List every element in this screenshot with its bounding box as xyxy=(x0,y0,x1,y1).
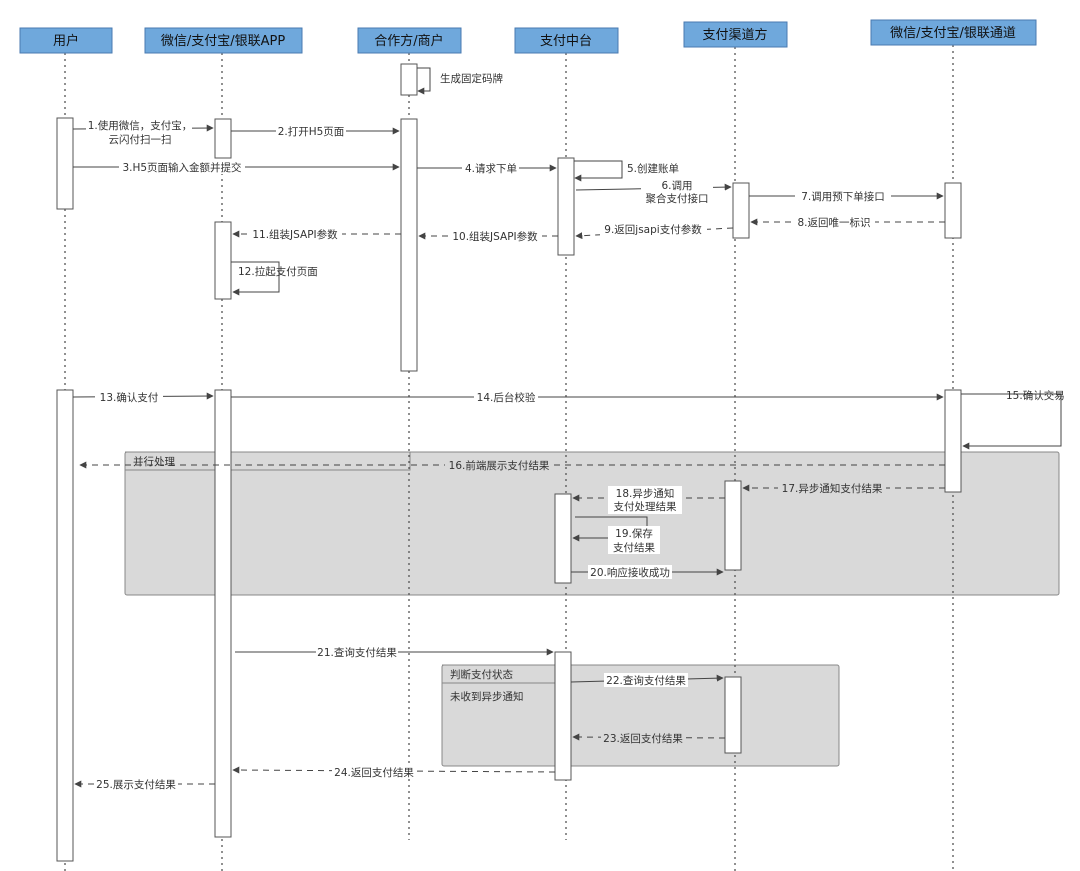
message-label-m21: 21.查询支付结果 xyxy=(317,646,397,659)
message-label-m4: 4.请求下单 xyxy=(465,162,517,175)
message-label-m20: 20.响应接收成功 xyxy=(590,566,670,579)
activations-layer xyxy=(56,63,962,862)
message-label-m5: 5.创建账单 xyxy=(627,162,679,175)
activation-app-3 xyxy=(214,389,232,838)
actor-app-label: 微信/支付宝/银联APP xyxy=(161,34,285,49)
message-label-m3: 3.H5页面输入金额并提交 xyxy=(122,161,242,174)
message-label-m16: 16.前端展示支付结果 xyxy=(449,459,550,472)
activation-platform-1 xyxy=(557,157,575,256)
actor-platform-label: 支付中台 xyxy=(540,34,592,49)
activation-app-1 xyxy=(214,118,232,159)
message-label-m7: 7.调用预下单接口 xyxy=(801,190,885,203)
actor-user-label: 用户 xyxy=(53,33,79,49)
actor-platform-box xyxy=(514,27,619,54)
activation-merchant-1 xyxy=(400,63,418,96)
actor-merchant-box xyxy=(357,27,462,54)
activation-channel-1 xyxy=(732,182,750,239)
activation-app-2 xyxy=(214,221,232,300)
message-label-m10: 10.组装JSAPI参数 xyxy=(452,230,538,243)
activation-user-1 xyxy=(56,117,74,210)
activation-platform-2 xyxy=(554,493,572,584)
actor-app-box xyxy=(144,27,303,54)
actors-layer: 用户 微信/支付宝/银联APP 合作方/商户 支付中台 支付渠道方 微信/支付宝… xyxy=(19,19,1037,871)
actor-user-box xyxy=(19,27,113,54)
message-label-m0: 生成固定码牌 xyxy=(440,72,503,85)
fragment-judge-condition: 未收到异步通知 xyxy=(450,690,524,703)
message-label-m25: 25.展示支付结果 xyxy=(96,778,176,791)
actor-gateway-box xyxy=(870,19,1037,46)
message-arrow-m24 xyxy=(232,766,556,774)
activation-platform-3 xyxy=(554,651,572,781)
message-label-m1-line2: 云闪付扫一扫 xyxy=(109,133,172,146)
message-label-m2: 2.打开H5页面 xyxy=(278,125,345,138)
fragment-judge-label: 判断支付状态 xyxy=(450,668,513,681)
message-label-m22: 22.查询支付结果 xyxy=(606,674,686,687)
actor-channel-label: 支付渠道方 xyxy=(702,27,767,43)
message-arrow-m5 xyxy=(574,160,623,182)
message-label-m1-line1: 1.使用微信，支付宝， xyxy=(88,119,193,132)
message-label-m11: 11.组装JSAPI参数 xyxy=(252,228,338,241)
message-label-m17: 17.异步通知支付结果 xyxy=(782,482,883,495)
activation-merchant-2 xyxy=(400,118,418,372)
message-label-m18-line2: 支付处理结果 xyxy=(614,500,677,513)
actor-channel-box xyxy=(683,21,788,48)
labels-layer: 生成固定码牌 1.使用微信，支付宝， 云闪付扫一扫 2.打开H5页面 3.H5页… xyxy=(86,72,1065,791)
message-label-m19-line2: 支付结果 xyxy=(613,541,655,554)
message-label-m9: 9.返回jsapi支付参数 xyxy=(604,223,702,236)
message-label-m24: 24.返回支付结果 xyxy=(334,766,414,779)
message-label-m12: 12.拉起支付页面 xyxy=(238,265,318,278)
message-label-m6-line2: 聚合支付接口 xyxy=(646,192,709,205)
message-label-m18-line1: 18.异步通知 xyxy=(616,487,675,500)
actor-merchant-label: 合作方/商户 xyxy=(374,33,443,49)
message-label-m14: 14.后台校验 xyxy=(477,391,536,404)
message-arrow-m23 xyxy=(572,733,726,741)
message-label-m13: 13.确认支付 xyxy=(100,391,159,404)
activation-channel-3 xyxy=(724,676,742,754)
activation-channel-2 xyxy=(724,480,742,571)
actor-gateway-label: 微信/支付宝/银联通道 xyxy=(890,26,1016,41)
actor-merchant: 合作方/商户 xyxy=(357,27,462,840)
message-arrow-m15 xyxy=(961,393,1062,450)
activation-gateway-1 xyxy=(944,182,962,239)
fragments-layer: 并行处理 判断支付状态 未收到异步通知 xyxy=(124,451,1060,767)
fragment-parallel-label: 并行处理 xyxy=(133,455,175,468)
message-label-m23: 23.返回支付结果 xyxy=(603,732,683,745)
message-arrow-m0 xyxy=(417,67,431,95)
message-label-m19-line1: 19.保存 xyxy=(615,527,653,540)
actor-channel: 支付渠道方 xyxy=(683,21,788,871)
message-label-m6-line1: 6.调用 xyxy=(661,180,692,192)
activation-gateway-2 xyxy=(944,389,962,493)
activation-user-2 xyxy=(56,389,74,862)
message-arrow-m12 xyxy=(231,261,280,296)
message-label-m8: 8.返回唯一标识 xyxy=(797,217,870,229)
message-label-m15: 15.确认交易 xyxy=(1006,389,1065,402)
actor-gateway: 微信/支付宝/银联通道 xyxy=(870,19,1037,871)
